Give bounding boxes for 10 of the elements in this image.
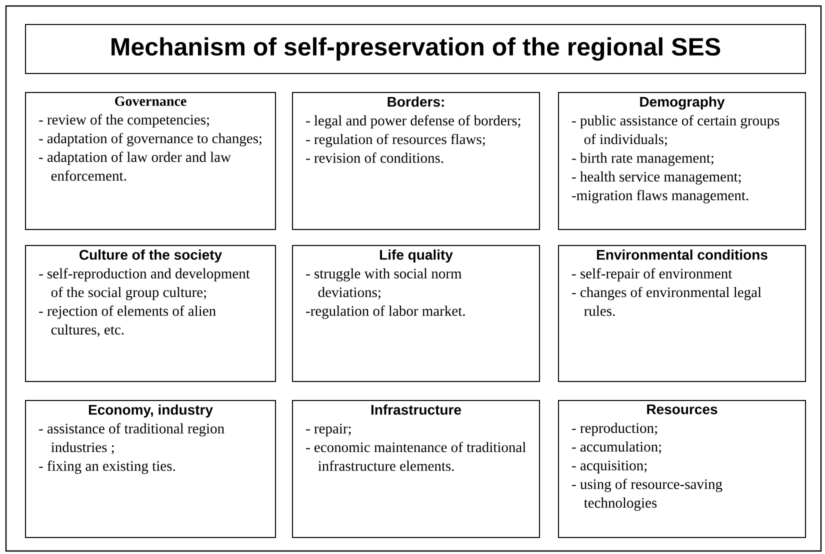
category-box: Life quality - struggle with social norm deviations; -regulation of labor market.: [292, 245, 540, 382]
category-box: Resources - reproduction; - accumulation; - acquisition; - using of resource-saving technologies: [558, 400, 806, 538]
title-box: Mechanism of self-preservation of the regional SES: [25, 24, 806, 74]
category-box: Governance - review of the competencies; - adaptation of governance to changes; - adaptation of law order and law enforcement.: [25, 92, 276, 230]
category-box: Environmental conditions - self-repair of environment - changes of environmental legal rules.: [558, 245, 806, 382]
category-box: Demography - public assistance of certain groups of individuals; - birth rate management; - health service management; -migration flaws management.: [558, 92, 806, 230]
category-box: Culture of the society - self-reproduction and development of the social group culture; - rejection of elements of alien cultures, etc.: [25, 245, 276, 382]
category-box: Infrastructure - repair; - economic maintenance of traditional infrastructure elements.: [292, 400, 540, 538]
category-box: Borders: - legal and power defense of borders; - regulation of resources flaws; - revision of conditions.: [292, 92, 540, 230]
category-box: Economy, industry - assistance of traditional region industries ; - fixing an existing ties.: [25, 400, 276, 538]
